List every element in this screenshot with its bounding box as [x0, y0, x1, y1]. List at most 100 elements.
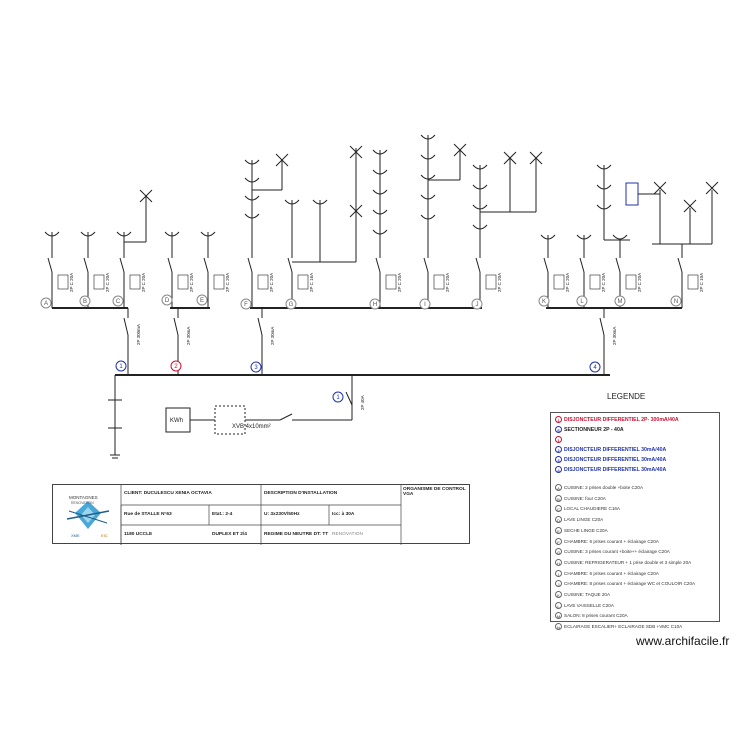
logo-sub-text: RENOVATION: [71, 501, 94, 505]
legend-text: CUISINE: four C20A: [564, 495, 606, 501]
title-block-grid: [120, 485, 402, 545]
legend-marker: 1: [555, 416, 562, 423]
title-block: MONTAGNES RENOVATION XME EIC CLIENT: DUC…: [52, 484, 470, 545]
breaker-labels: 2P C 20A 2P C 20A 2P C 20A 2P C 20A 2P C…: [69, 273, 704, 430]
differential-markers: 1 2 3 4 1: [115, 360, 601, 403]
logo-left-text: XME: [71, 533, 80, 538]
description: DESCRIPTION D'INSTALLATION: [264, 491, 338, 496]
diff-label-3: 2P 30mA: [270, 327, 275, 345]
legend-marker: C: [555, 505, 562, 513]
legend-row: 1: [555, 436, 564, 443]
legend-marker: 4: [555, 466, 562, 473]
breaker-label-g: 2P C 16A: [309, 273, 314, 292]
legend-text: CHAMBRE: 6 prises courant + éclairage C2…: [564, 570, 659, 576]
breaker-label-n: 2P C 10A: [699, 273, 704, 292]
legend-text: DISJONCTEUR DIFFERENTIEL 2P- 300mA/40A: [564, 416, 679, 423]
breaker-label-f: 2P C 20A: [269, 273, 274, 292]
legend-marker: A: [555, 484, 562, 491]
address: Rue de STALLE N°63: [124, 512, 172, 517]
voltage: U: 3x230V/50Hz: [264, 512, 300, 517]
organisme-value: VGA: [403, 492, 414, 497]
svg-text:H: H: [373, 302, 377, 308]
socket-symbols: [44, 134, 628, 240]
watermark: www.archifacile.fr: [636, 634, 730, 648]
legend-text: ECLAIRAGE ESCALIER+ ECLAIRAGE SDB +VMC C…: [564, 624, 683, 630]
legend-marker: S: [555, 426, 562, 433]
svg-text:3: 3: [254, 365, 258, 371]
legend-text: CUISINE: 3 prises courant +boite++ éclai…: [564, 549, 670, 555]
svg-text:G: G: [289, 302, 294, 308]
legend-marker: 2: [555, 446, 562, 453]
floor: Etat.: 2-4: [212, 512, 233, 517]
legend-title: LEGENDE: [607, 392, 646, 401]
svg-text:1: 1: [336, 395, 340, 401]
legend-marker: M: [555, 612, 562, 620]
circuit-marker-h: H: [369, 298, 381, 310]
svg-text:2: 2: [174, 364, 178, 370]
legend-marker: L: [555, 601, 562, 609]
legend-text: CHAMBRE: 8 prises courant + éclairage WC…: [564, 581, 696, 587]
legend-text: SALON: 8 prises courant C20A: [564, 613, 628, 619]
legend-text: CUISINE: 2 prises double +boite C20A: [564, 485, 644, 490]
svg-text:C: C: [116, 299, 121, 305]
regime-note: RENOVATION: [332, 532, 364, 537]
legend-marker: J: [555, 580, 562, 588]
breaker-label-b: 2P C 20A: [105, 273, 110, 292]
svg-text:F: F: [244, 302, 248, 308]
diff-label-2: 2P 30mA: [186, 327, 191, 345]
legend-marker: 3: [555, 456, 562, 463]
legend-marker: E: [555, 526, 562, 534]
legend-text: CUISINE: TAQUE 20A: [564, 592, 611, 597]
meter-label: KWh: [170, 418, 183, 424]
legend-text: SECHE LINGE C20A: [564, 527, 608, 533]
wiring: [47, 135, 719, 459]
svg-text:M: M: [618, 299, 623, 305]
svg-text:A: A: [44, 301, 48, 307]
circuit-marker-b: B: [79, 295, 91, 307]
legend-marker: I: [555, 569, 562, 577]
breaker-label-a: 2P C 20A: [69, 273, 74, 292]
legend-text: DISJONCTEUR DIFFERENTIEL 30mA/40A: [564, 466, 667, 473]
diff-marker-3: 3: [250, 361, 262, 373]
breaker-label-h: 2P C 20A: [397, 273, 402, 292]
diff-marker-2: 2: [170, 360, 182, 372]
client-name: CLIENT: DUCULESCU XENIA OCTAVIA: [124, 491, 212, 496]
diff-marker-1: 1: [115, 360, 127, 372]
breaker-label-l: 2P C 20A: [601, 273, 606, 292]
svg-text:E: E: [200, 298, 204, 304]
legend-marker: K: [555, 591, 562, 598]
diff-marker-4: 4: [589, 361, 601, 373]
legend: [550, 412, 720, 622]
legend-marker: G: [555, 548, 562, 556]
legend-marker: B: [555, 494, 562, 502]
breaker-label-d: 2P C 20A: [189, 273, 194, 292]
breaker-label-e: 2P C 20A: [225, 273, 230, 292]
circuit-marker-a: A: [40, 297, 52, 309]
logo-top-text: MONTAGNES: [69, 495, 98, 500]
organisme: ORGANISME DE CONTROL: [403, 487, 466, 492]
circuit-marker-f: F: [240, 298, 252, 310]
legend-text: CHAMBRE: 6 prises courant + éclairage C2…: [564, 538, 659, 544]
svg-text:L: L: [580, 299, 584, 305]
legend-text: DISJONCTEUR DIFFERENTIEL 30mA/40A: [564, 456, 667, 463]
icc: Icc: à 30A: [332, 512, 355, 517]
legend-text: LAVE VAISSELLE C20A: [564, 602, 614, 608]
svg-text:J: J: [476, 302, 479, 308]
diff-label-1: 2P 300mA: [136, 324, 141, 345]
svg-text:4: 4: [593, 365, 597, 371]
diff-label-4: 2P 30mA: [612, 327, 617, 345]
svg-text:D: D: [165, 298, 170, 304]
